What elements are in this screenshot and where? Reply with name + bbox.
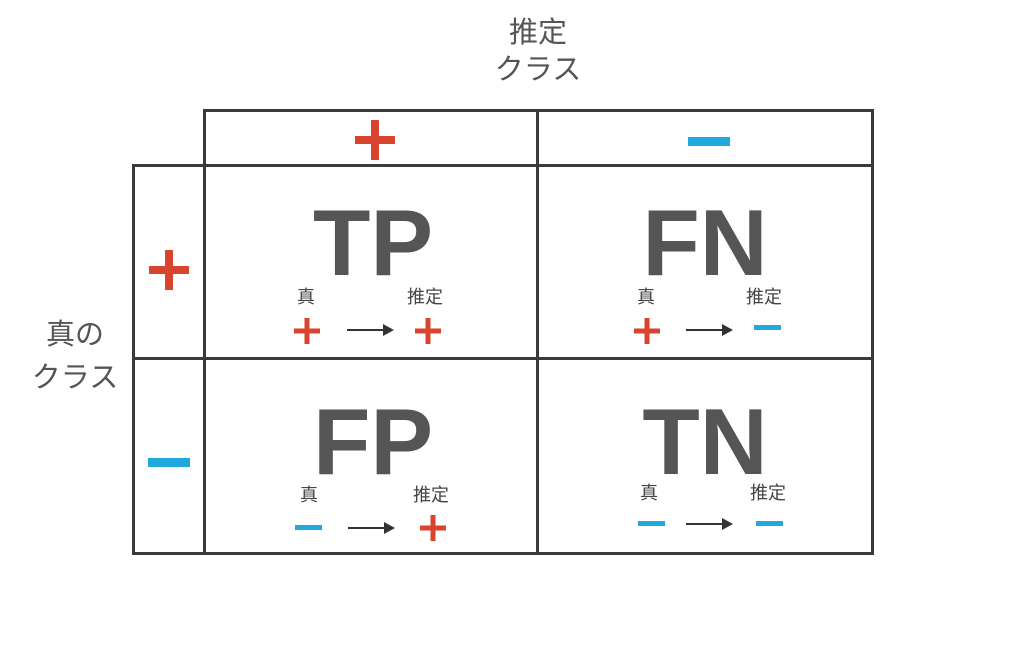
tn-pred-minus-icon [756,521,783,526]
tp-pred-label: 推定 [407,287,443,308]
tp-true-plus-icon [294,318,320,344]
row-positive-plus-icon [149,250,189,290]
grid-line-bottom [132,552,874,555]
tp-code: TP [312,190,434,295]
row-negative-minus-icon [148,458,190,467]
fp-pred-plus-icon [420,515,446,541]
fn-arrow-icon [686,324,733,336]
grid-line-left-outer [132,164,135,555]
fp-code: FP [312,389,434,494]
grid-line-middle [132,357,874,360]
true-label-line2: クラス [31,360,119,394]
header-positive-plus-icon [355,120,395,160]
grid-line-center [536,109,539,555]
tn-code: TN [642,389,768,494]
grid-line-right [871,109,874,555]
fp-arrow-icon [348,522,395,534]
fn-code: FN [642,190,768,295]
grid-line-left-inner [203,109,206,555]
fn-pred-label: 推定 [746,287,782,308]
grid-line-header-bottom [132,164,874,167]
fn-true-plus-icon [634,318,660,344]
fp-true-minus-icon [295,525,322,530]
tp-true-label: 真 [297,287,315,308]
header-negative-minus-icon [688,137,730,146]
predicted-label-line1: 推定 [508,15,567,49]
fp-true-label: 真 [300,485,318,506]
tn-true-label: 真 [640,483,658,504]
tn-arrow-icon [686,518,733,530]
tp-pred-plus-icon [415,318,441,344]
true-label-line1: 真の [45,317,104,351]
predicted-class-label: 推定 クラス [478,18,598,84]
predicted-label-line2: クラス [494,52,582,86]
true-class-label: 真の クラス [20,320,130,392]
tp-arrow-icon [347,324,394,336]
fn-true-label: 真 [637,287,655,308]
tn-pred-label: 推定 [750,483,786,504]
fp-pred-label: 推定 [413,485,449,506]
grid-line-top [204,109,874,112]
fn-pred-minus-icon [754,325,781,330]
tn-true-minus-icon [638,521,665,526]
